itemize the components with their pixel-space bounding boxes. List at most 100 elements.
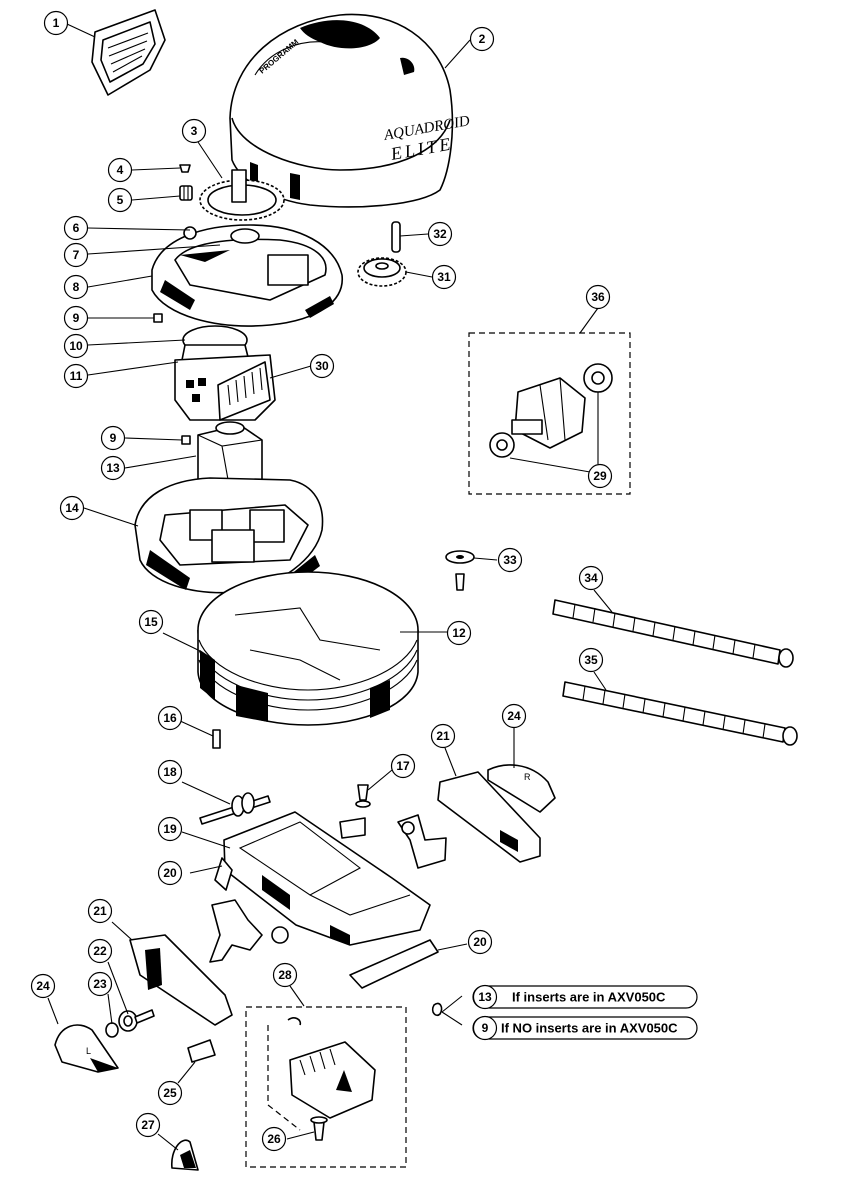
- svg-text:25: 25: [163, 1086, 177, 1100]
- svg-text:5: 5: [117, 193, 124, 207]
- svg-text:20: 20: [473, 935, 487, 949]
- part-34-hose: [552, 599, 794, 668]
- part-16-screw: [212, 729, 221, 749]
- callout-3: 3: [181, 118, 207, 144]
- svg-text:24: 24: [36, 979, 50, 993]
- svg-text:34: 34: [584, 571, 598, 585]
- callout-24a: 24: [501, 703, 527, 729]
- note-9-number: 9: [482, 1021, 489, 1035]
- callout-13: 13: [100, 455, 126, 481]
- callout-35: 35: [578, 647, 604, 673]
- svg-text:9: 9: [73, 311, 80, 325]
- svg-text:9: 9: [110, 431, 117, 445]
- callout-20b: 20: [467, 929, 493, 955]
- svg-text:33: 33: [503, 553, 517, 567]
- part-27-cap: [171, 1139, 199, 1171]
- svg-text:21: 21: [436, 729, 450, 743]
- svg-text:11: 11: [70, 369, 83, 383]
- svg-text:21: 21: [93, 904, 107, 918]
- callout-26: 26: [261, 1126, 287, 1152]
- part-10-11-30-motor-assembly: [174, 325, 276, 421]
- part-19-chassis: [214, 811, 431, 946]
- callout-32: 32: [427, 221, 453, 247]
- part-28-insert-box: [245, 1006, 407, 1168]
- svg-text:16: 16: [163, 711, 177, 725]
- part-12-15-base: [197, 571, 419, 726]
- svg-text:1: 1: [53, 16, 60, 30]
- callout-7: 7: [63, 242, 89, 268]
- callout-15: 15: [138, 609, 164, 635]
- callout-1: 1: [43, 10, 69, 36]
- note-9-text: If NO inserts are in AXV050C: [501, 1021, 678, 1036]
- callout-8: 8: [63, 274, 89, 300]
- part-36-turbine-box: [468, 332, 631, 495]
- callout-20a: 20: [157, 860, 183, 886]
- svg-text:32: 32: [433, 227, 447, 241]
- leader-lines: [47, 23, 613, 1151]
- part-9-bolt-a: [153, 313, 163, 323]
- part-24-wheel-cover-left: L: [54, 1024, 119, 1073]
- part-pivot-arm-left: [209, 899, 289, 963]
- svg-text:7: 7: [73, 248, 80, 262]
- callouts: 1 2 3 4 5 6 7 8 9 10 11 30 9 13 14 12 15…: [30, 10, 613, 1152]
- svg-text:15: 15: [144, 615, 158, 629]
- part-2-dome: PROGRAMM AQUADROID ELITE: [229, 13, 471, 208]
- callout-23: 23: [87, 971, 113, 997]
- part-18-axle: [199, 792, 271, 825]
- part-9-bolt-b: [181, 435, 191, 445]
- svg-text:26: 26: [267, 1132, 281, 1146]
- svg-text:27: 27: [141, 1118, 155, 1132]
- svg-text:29: 29: [593, 469, 607, 483]
- svg-text:10: 10: [69, 339, 83, 353]
- part-21-side-panel-left: [129, 934, 233, 1026]
- callout-19: 19: [157, 816, 183, 842]
- note-13-text: If inserts are in AXV050C: [512, 990, 666, 1005]
- insert-note-13: 13 If inserts are in AXV050C: [472, 984, 698, 1010]
- svg-text:23: 23: [93, 977, 107, 991]
- callout-28: 28: [272, 962, 298, 988]
- callout-29: 29: [587, 463, 613, 489]
- svg-text:12: 12: [452, 626, 466, 640]
- callout-21b: 21: [87, 898, 113, 924]
- svg-text:4: 4: [117, 163, 124, 177]
- part-21-side-panel-right: [437, 771, 541, 863]
- part-31-gear: [357, 257, 407, 287]
- svg-text:35: 35: [584, 653, 598, 667]
- wheel-mark-left: L: [86, 1046, 91, 1056]
- callout-9b: 9: [100, 425, 126, 451]
- part-35-hose: [562, 681, 798, 746]
- svg-text:14: 14: [65, 501, 79, 515]
- svg-text:17: 17: [396, 759, 410, 773]
- callout-24b: 24: [30, 973, 56, 999]
- part-22-bearing: [118, 1009, 155, 1032]
- part-33-washer: [445, 550, 475, 591]
- callout-27: 27: [135, 1112, 161, 1138]
- svg-text:2: 2: [479, 32, 486, 46]
- insert-note-9: 9 If NO inserts are in AXV050C: [472, 1015, 698, 1041]
- part-14-lower-housing: [134, 477, 324, 594]
- svg-text:6: 6: [73, 221, 80, 235]
- part-23-washer: [105, 1022, 119, 1038]
- callout-6: 6: [63, 215, 89, 241]
- callout-31: 31: [431, 264, 457, 290]
- part-1-cover: [91, 9, 166, 96]
- part-25-clip: [187, 1039, 216, 1063]
- callout-36: 36: [585, 284, 611, 310]
- callout-4: 4: [107, 157, 133, 183]
- part-pivot-arm-right: [397, 814, 447, 869]
- part-17-screw: [355, 784, 371, 808]
- callout-33: 33: [497, 547, 523, 573]
- callout-11: 11: [63, 363, 89, 389]
- part-20-latch-right: [349, 939, 439, 989]
- svg-text:30: 30: [315, 359, 329, 373]
- svg-text:13: 13: [106, 461, 120, 475]
- svg-text:3: 3: [191, 124, 198, 138]
- part-24-wheel-cover-right: R: [487, 764, 556, 813]
- callout-2: 2: [469, 26, 495, 52]
- part-4-screw: [179, 164, 191, 173]
- callout-9: 9: [63, 305, 89, 331]
- svg-text:20: 20: [163, 866, 177, 880]
- part-8-gearbox-cover: [151, 224, 343, 327]
- svg-text:24: 24: [507, 709, 521, 723]
